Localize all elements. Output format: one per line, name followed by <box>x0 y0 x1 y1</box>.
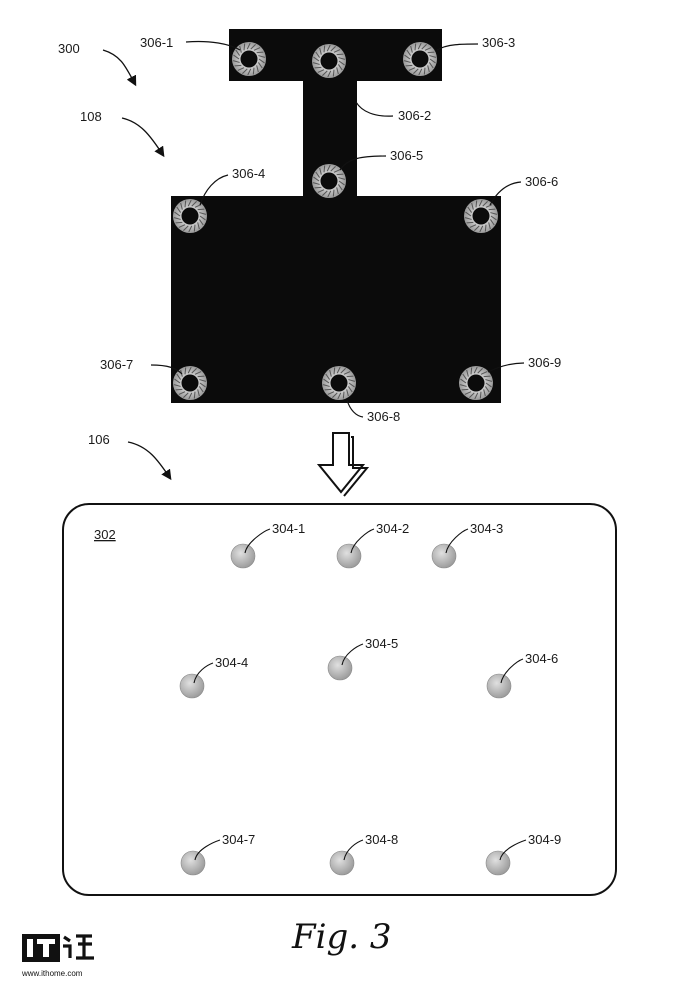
watermark-url: www.ithome.com <box>21 969 83 978</box>
label-306-3: 306-3 <box>482 35 515 50</box>
label-302: 302 <box>94 527 116 542</box>
surface-panel <box>62 503 617 896</box>
label-304-8: 304-8 <box>365 832 398 847</box>
label-306-6: 306-6 <box>525 174 558 189</box>
label-304-3: 304-3 <box>470 521 503 536</box>
label-304-1: 304-1 <box>272 521 305 536</box>
label-304-7: 304-7 <box>222 832 255 847</box>
surface-dot-304-2 <box>336 528 375 569</box>
template-hole-306-6 <box>464 199 498 233</box>
leader-306-4 <box>199 174 229 206</box>
template-hole-306-1 <box>232 42 266 76</box>
surface-dot-304-7 <box>180 839 221 876</box>
label-306-4: 306-4 <box>232 166 265 181</box>
surface-dot-304-4 <box>179 662 214 699</box>
leader-306-1 <box>185 40 241 51</box>
label-108: 108 <box>80 109 102 124</box>
template-hole-306-7 <box>173 366 207 400</box>
label-304-6: 304-6 <box>525 651 558 666</box>
ithome-logo: www.ithome.com <box>21 934 94 978</box>
ref-106-arrow <box>127 441 172 481</box>
surface-dot-304-5 <box>327 643 364 681</box>
template-hole-306-9 <box>459 366 493 400</box>
template-holes <box>173 42 498 400</box>
template-hole-306-5 <box>312 164 346 198</box>
down-arrow-shadow <box>343 436 370 497</box>
surface-dot-304-6 <box>486 658 524 699</box>
label-300: 300 <box>58 41 80 56</box>
template-hole-306-4 <box>173 199 207 233</box>
label-306-9: 306-9 <box>528 355 561 370</box>
ref-108-arrow <box>121 117 165 158</box>
surface-dots: 304-1 304-2 304-3 304-4 304-5 304-6 304-7 304-8… <box>179 521 561 876</box>
leader-306-3 <box>436 43 479 51</box>
template-plate <box>171 29 501 403</box>
label-304-4: 304-4 <box>215 655 248 670</box>
surface-dot-304-3 <box>431 528 469 569</box>
leader-306-2 <box>355 101 394 117</box>
ref-300-arrow <box>102 49 137 87</box>
surface-dot-304-9 <box>485 839 527 876</box>
label-306-7: 306-7 <box>100 357 133 372</box>
label-306-8: 306-8 <box>367 409 400 424</box>
template-hole-306-8 <box>322 366 356 400</box>
leader-306-5 <box>339 155 387 171</box>
label-306-5: 306-5 <box>390 148 423 163</box>
down-arrow-icon <box>316 432 366 494</box>
surface-dot-304-1 <box>230 528 271 569</box>
label-304-9: 304-9 <box>528 832 561 847</box>
label-306-2: 306-2 <box>398 108 431 123</box>
template-hole-labels: 306-1 306-2 306-3 306-4 306-5 306-6 306-7 306-8… <box>100 35 561 424</box>
label-306-1: 306-1 <box>140 35 173 50</box>
label-106: 106 <box>88 432 110 447</box>
leader-306-6 <box>489 181 522 206</box>
figure-caption: Fig. 3 <box>291 917 391 957</box>
leader-306-7 <box>150 364 183 375</box>
leader-306-9 <box>487 362 525 373</box>
surface-dot-304-8 <box>329 839 364 876</box>
leader-306-8 <box>346 399 364 418</box>
label-304-2: 304-2 <box>376 521 409 536</box>
template-hole-306-2 <box>312 44 346 78</box>
template-hole-306-3 <box>403 42 437 76</box>
label-304-5: 304-5 <box>365 636 398 651</box>
